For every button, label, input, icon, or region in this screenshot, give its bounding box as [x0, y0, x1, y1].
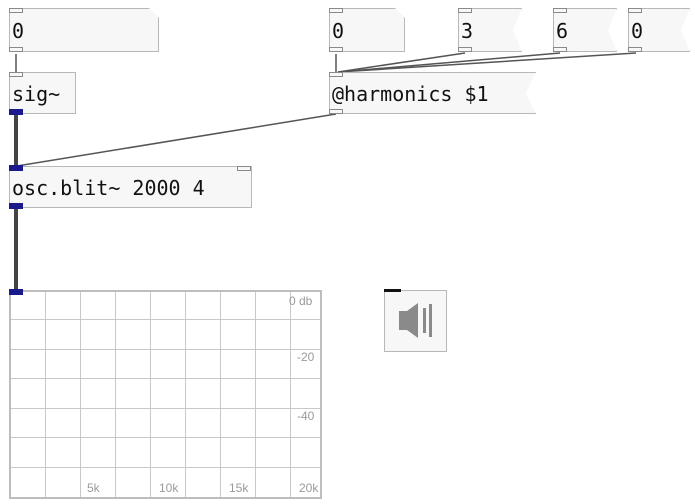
freq-label-5k: 5k [87, 481, 100, 495]
sig-object-text: sig~ [12, 82, 61, 106]
freq-label-20k: 20k [299, 481, 319, 495]
message-box-3-inlet[interactable] [458, 8, 472, 13]
message-box-3-outlet[interactable] [458, 47, 472, 52]
dac-object[interactable] [384, 290, 447, 352]
speaker-icon [399, 303, 432, 338]
message-box-6-outlet[interactable] [553, 47, 567, 52]
dac-inlet[interactable] [384, 289, 401, 292]
message-box-3[interactable] [458, 8, 522, 52]
sig-object-inlet[interactable] [9, 72, 23, 77]
number-box-1-inlet[interactable] [9, 8, 23, 13]
number-box-2-value: 0 [332, 19, 345, 43]
message-box-0-outlet[interactable] [628, 47, 642, 52]
harmonics-message-text: @harmonics $1 [332, 82, 489, 106]
db-label-20: -20 [297, 350, 315, 364]
osc-blit-object[interactable] [9, 166, 252, 208]
freq-label-10k: 10k [159, 481, 179, 495]
message-box-0-inlet[interactable] [628, 8, 642, 13]
harmonics-message-outlet[interactable] [329, 109, 343, 114]
spectroscope[interactable]: 0 db -20 -40 5k 10k 15k 20k [9, 290, 322, 499]
number-box-2[interactable] [329, 8, 405, 52]
db-label-0: 0 db [289, 294, 313, 308]
number-box-1[interactable] [9, 8, 159, 52]
osc-blit-inlet-left[interactable] [9, 165, 23, 171]
sig-object[interactable] [9, 72, 76, 114]
harmonics-message[interactable] [329, 72, 536, 114]
message-box-6-text: 6 [556, 19, 569, 43]
freq-label-15k: 15k [229, 481, 249, 495]
number-box-2-outlet[interactable] [329, 47, 343, 52]
message-box-0-text: 0 [631, 19, 644, 43]
osc-blit-text: osc.blit~ 2000 4 [12, 176, 205, 200]
osc-blit-outlet[interactable] [9, 203, 23, 209]
number-box-2-inlet[interactable] [329, 8, 343, 13]
spectroscope-inlet[interactable] [9, 289, 23, 295]
db-label-40: -40 [297, 409, 315, 423]
osc-blit-inlet-right[interactable] [237, 166, 251, 171]
message-box-6-inlet[interactable] [553, 8, 567, 13]
harmonics-message-inlet[interactable] [329, 72, 343, 77]
number-box-1-outlet[interactable] [9, 47, 23, 52]
number-box-1-value: 0 [12, 19, 25, 43]
message-box-3-text: 3 [461, 19, 474, 43]
sig-object-outlet[interactable] [9, 109, 23, 115]
